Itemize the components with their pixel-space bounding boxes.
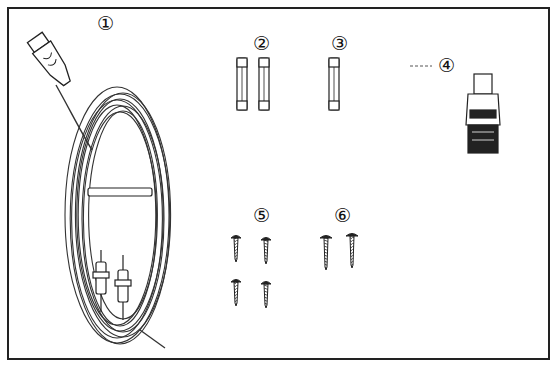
small-screws — [231, 236, 271, 309]
frame-border — [8, 8, 549, 359]
screw-shank — [264, 284, 268, 308]
cable-loop — [77, 99, 163, 331]
callout-number: ③ — [330, 34, 349, 53]
screw-shank — [234, 282, 238, 306]
screw-shank — [234, 238, 238, 262]
screw-shank — [350, 236, 354, 268]
cable-loop — [70, 94, 170, 344]
connector-plug — [466, 74, 500, 153]
fuses — [237, 58, 339, 110]
cable-loop — [78, 105, 156, 325]
leader-line — [410, 66, 432, 67]
cable-end — [140, 330, 165, 348]
callout-number: ② — [252, 34, 271, 53]
cable-tie — [88, 188, 152, 196]
callout-number: ⑥ — [333, 206, 352, 225]
rca-plugs — [93, 250, 131, 320]
wood-screws — [320, 234, 358, 271]
screw-shank — [264, 240, 268, 264]
callout-number: ① — [96, 14, 115, 33]
callout-number: ⑤ — [252, 206, 271, 225]
cable-loop — [83, 112, 156, 326]
cable-loop — [72, 100, 163, 338]
callout-number: ④ — [437, 56, 456, 75]
cable-loop — [75, 93, 170, 337]
cable-loop — [89, 111, 158, 319]
cable-loop — [82, 106, 164, 332]
cable-loop — [65, 87, 169, 343]
cable-coil — [65, 87, 171, 344]
screw-shank — [324, 238, 328, 270]
cable-lead — [56, 85, 92, 150]
cable-plug — [26, 31, 76, 89]
